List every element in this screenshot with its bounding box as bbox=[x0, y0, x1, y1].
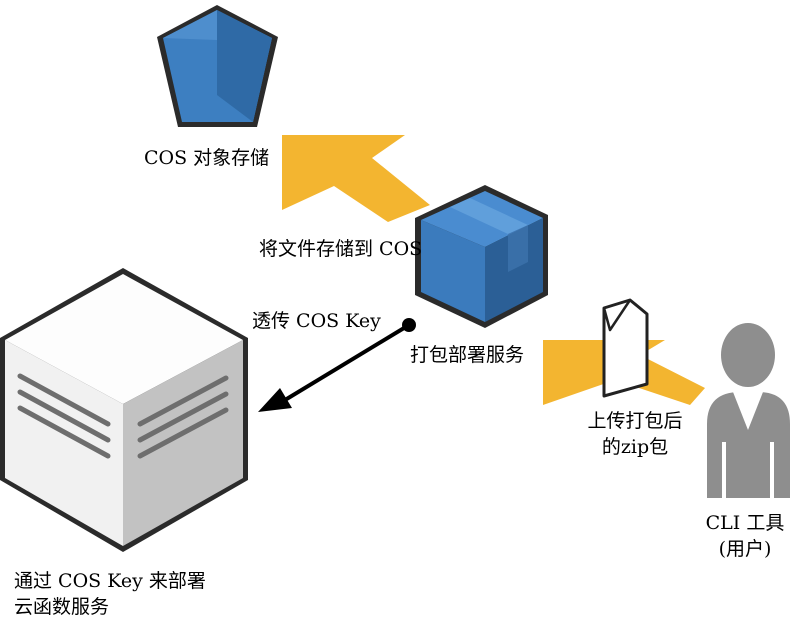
store-to-cos-label: 将文件存储到 COS bbox=[259, 238, 423, 260]
server-cube-icon bbox=[0, 268, 248, 552]
cli-user-label-line1: CLI 工具 bbox=[705, 512, 785, 534]
upload-zip-label-line1: 上传打包后 bbox=[587, 410, 683, 432]
zip-file-icon bbox=[602, 298, 649, 398]
cos-bucket-icon bbox=[157, 5, 278, 127]
package-box-icon bbox=[415, 185, 548, 328]
cloud-function-label-line1: 通过 COS Key 来部署 bbox=[14, 570, 206, 592]
pass-cos-key-label: 透传 COS Key bbox=[252, 310, 381, 332]
upload-zip-label-line2: 的zip包 bbox=[601, 436, 669, 458]
user-silhouette-icon bbox=[707, 323, 790, 498]
package-service-label: 打包部署服务 bbox=[410, 344, 525, 366]
cos-storage-label: COS 对象存储 bbox=[144, 147, 270, 169]
cloud-function-label-line2: 云函数服务 bbox=[14, 596, 110, 618]
cli-user-label-line2: (用户) bbox=[718, 538, 772, 560]
store-to-cos-arrow bbox=[282, 135, 430, 222]
pass-key-arrow bbox=[258, 318, 416, 412]
